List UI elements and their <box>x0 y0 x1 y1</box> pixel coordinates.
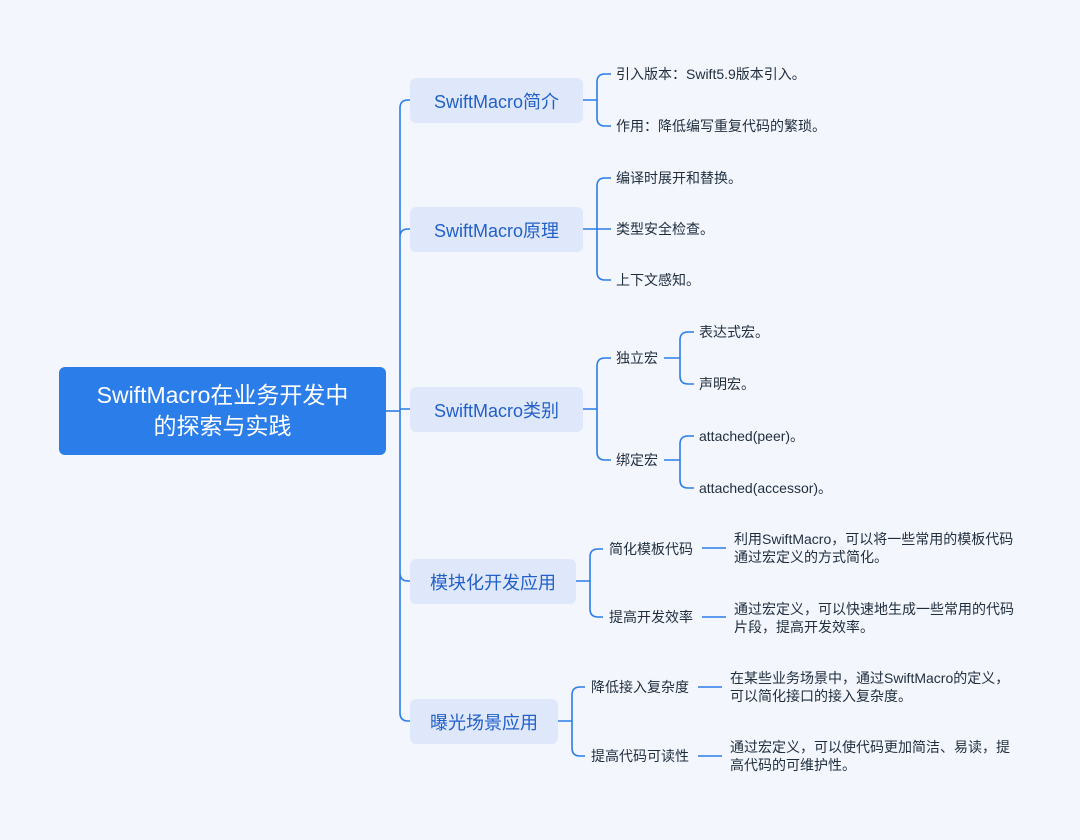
leaf-attached-accessor: attached(accessor)。 <box>699 480 833 496</box>
leaf-simplify-template-detail: 利用SwiftMacro，可以将一些常用的模板代码通过宏定义的方式简化。 <box>734 531 1014 565</box>
group-improve-efficiency: 提高开发效率 <box>609 609 693 625</box>
group-attached-macro: 绑定宏 <box>616 452 658 468</box>
leaf-principle-expand: 编译时展开和替换。 <box>616 170 742 186</box>
branch-principle[interactable]: SwiftMacro原理 <box>410 207 583 252</box>
connector-b4-leaf <box>702 547 726 618</box>
branch-label: SwiftMacro类别 <box>433 400 559 421</box>
leaf-attached-peer: attached(peer)。 <box>699 428 805 444</box>
branch-intro[interactable]: SwiftMacro简介 <box>410 78 583 123</box>
root-line-1: SwiftMacro在业务开发中 <box>96 382 349 408</box>
connector-b3-g1 <box>664 331 694 385</box>
branch-label: 曝光场景应用 <box>430 712 538 733</box>
leaf-reduce-complexity-detail: 在某些业务场景中，通过SwiftMacro的定义，可以简化接口的接入复杂度。 <box>730 670 1010 704</box>
root-node[interactable]: SwiftMacro在业务开发中 的探索与实践 <box>59 367 386 455</box>
branch-modular-dev[interactable]: 模块化开发应用 <box>410 559 576 604</box>
group-reduce-complexity: 降低接入复杂度 <box>591 679 689 695</box>
leaf-principle-typecheck: 类型安全检查。 <box>616 221 714 237</box>
branch-categories[interactable]: SwiftMacro类别 <box>410 387 583 432</box>
connector-b3 <box>583 357 611 461</box>
connector-b1 <box>583 73 611 127</box>
group-freestanding-macro: 独立宏 <box>616 350 658 366</box>
leaf-expression-macro: 表达式宏。 <box>699 324 769 340</box>
connector-b3-g2 <box>664 435 694 489</box>
branch-exposure[interactable]: 曝光场景应用 <box>410 699 558 744</box>
leaf-declaration-macro: 声明宏。 <box>699 376 755 392</box>
branch-label: 模块化开发应用 <box>430 572 556 593</box>
branch-label: SwiftMacro原理 <box>433 220 559 241</box>
connector-trunk <box>399 99 410 722</box>
leaf-principle-context: 上下文感知。 <box>616 272 700 288</box>
leaf-intro-purpose: 作用：降低编写重复代码的繁琐。 <box>616 118 826 134</box>
group-improve-readability: 提高代码可读性 <box>591 748 689 764</box>
leaf-intro-version: 引入版本：Swift5.9版本引入。 <box>616 66 806 82</box>
leaf-improve-readability-detail: 通过宏定义，可以使代码更加简洁、易读，提高代码的可维护性。 <box>730 739 1010 773</box>
connector-b4 <box>576 548 603 618</box>
group-simplify-template: 简化模板代码 <box>609 541 693 557</box>
connector-b2 <box>583 177 611 281</box>
branch-label: SwiftMacro简介 <box>433 91 559 112</box>
connector-b5-leaf <box>698 686 722 757</box>
leaf-improve-efficiency-detail: 通过宏定义，可以快速地生成一些常用的代码片段，提高开发效率。 <box>734 601 1014 635</box>
root-line-2: 的探索与实践 <box>153 413 292 439</box>
connector-b5 <box>558 686 585 757</box>
